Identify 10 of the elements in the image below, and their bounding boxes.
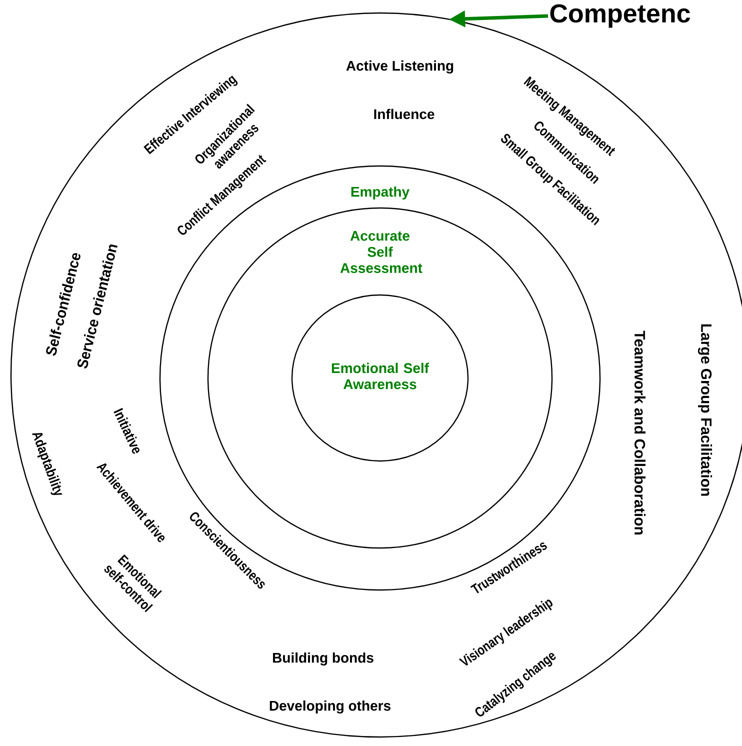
competency-label: Teamwork and Collaboration	[634, 330, 646, 534]
competency-label: Active Listening	[346, 60, 454, 74]
heading: Competenc	[550, 4, 690, 28]
competency-label: Large Group Facilitation	[698, 324, 712, 496]
competency-label: Accurate Self Assessment	[340, 231, 422, 273]
competency-label: Developing others	[270, 700, 390, 714]
competency-label: Emotional Self Awareness	[332, 362, 430, 390]
competency-label: Empathy	[351, 186, 410, 200]
competency-label: Building bonds	[273, 652, 374, 666]
competency-label: Influence	[374, 108, 434, 120]
